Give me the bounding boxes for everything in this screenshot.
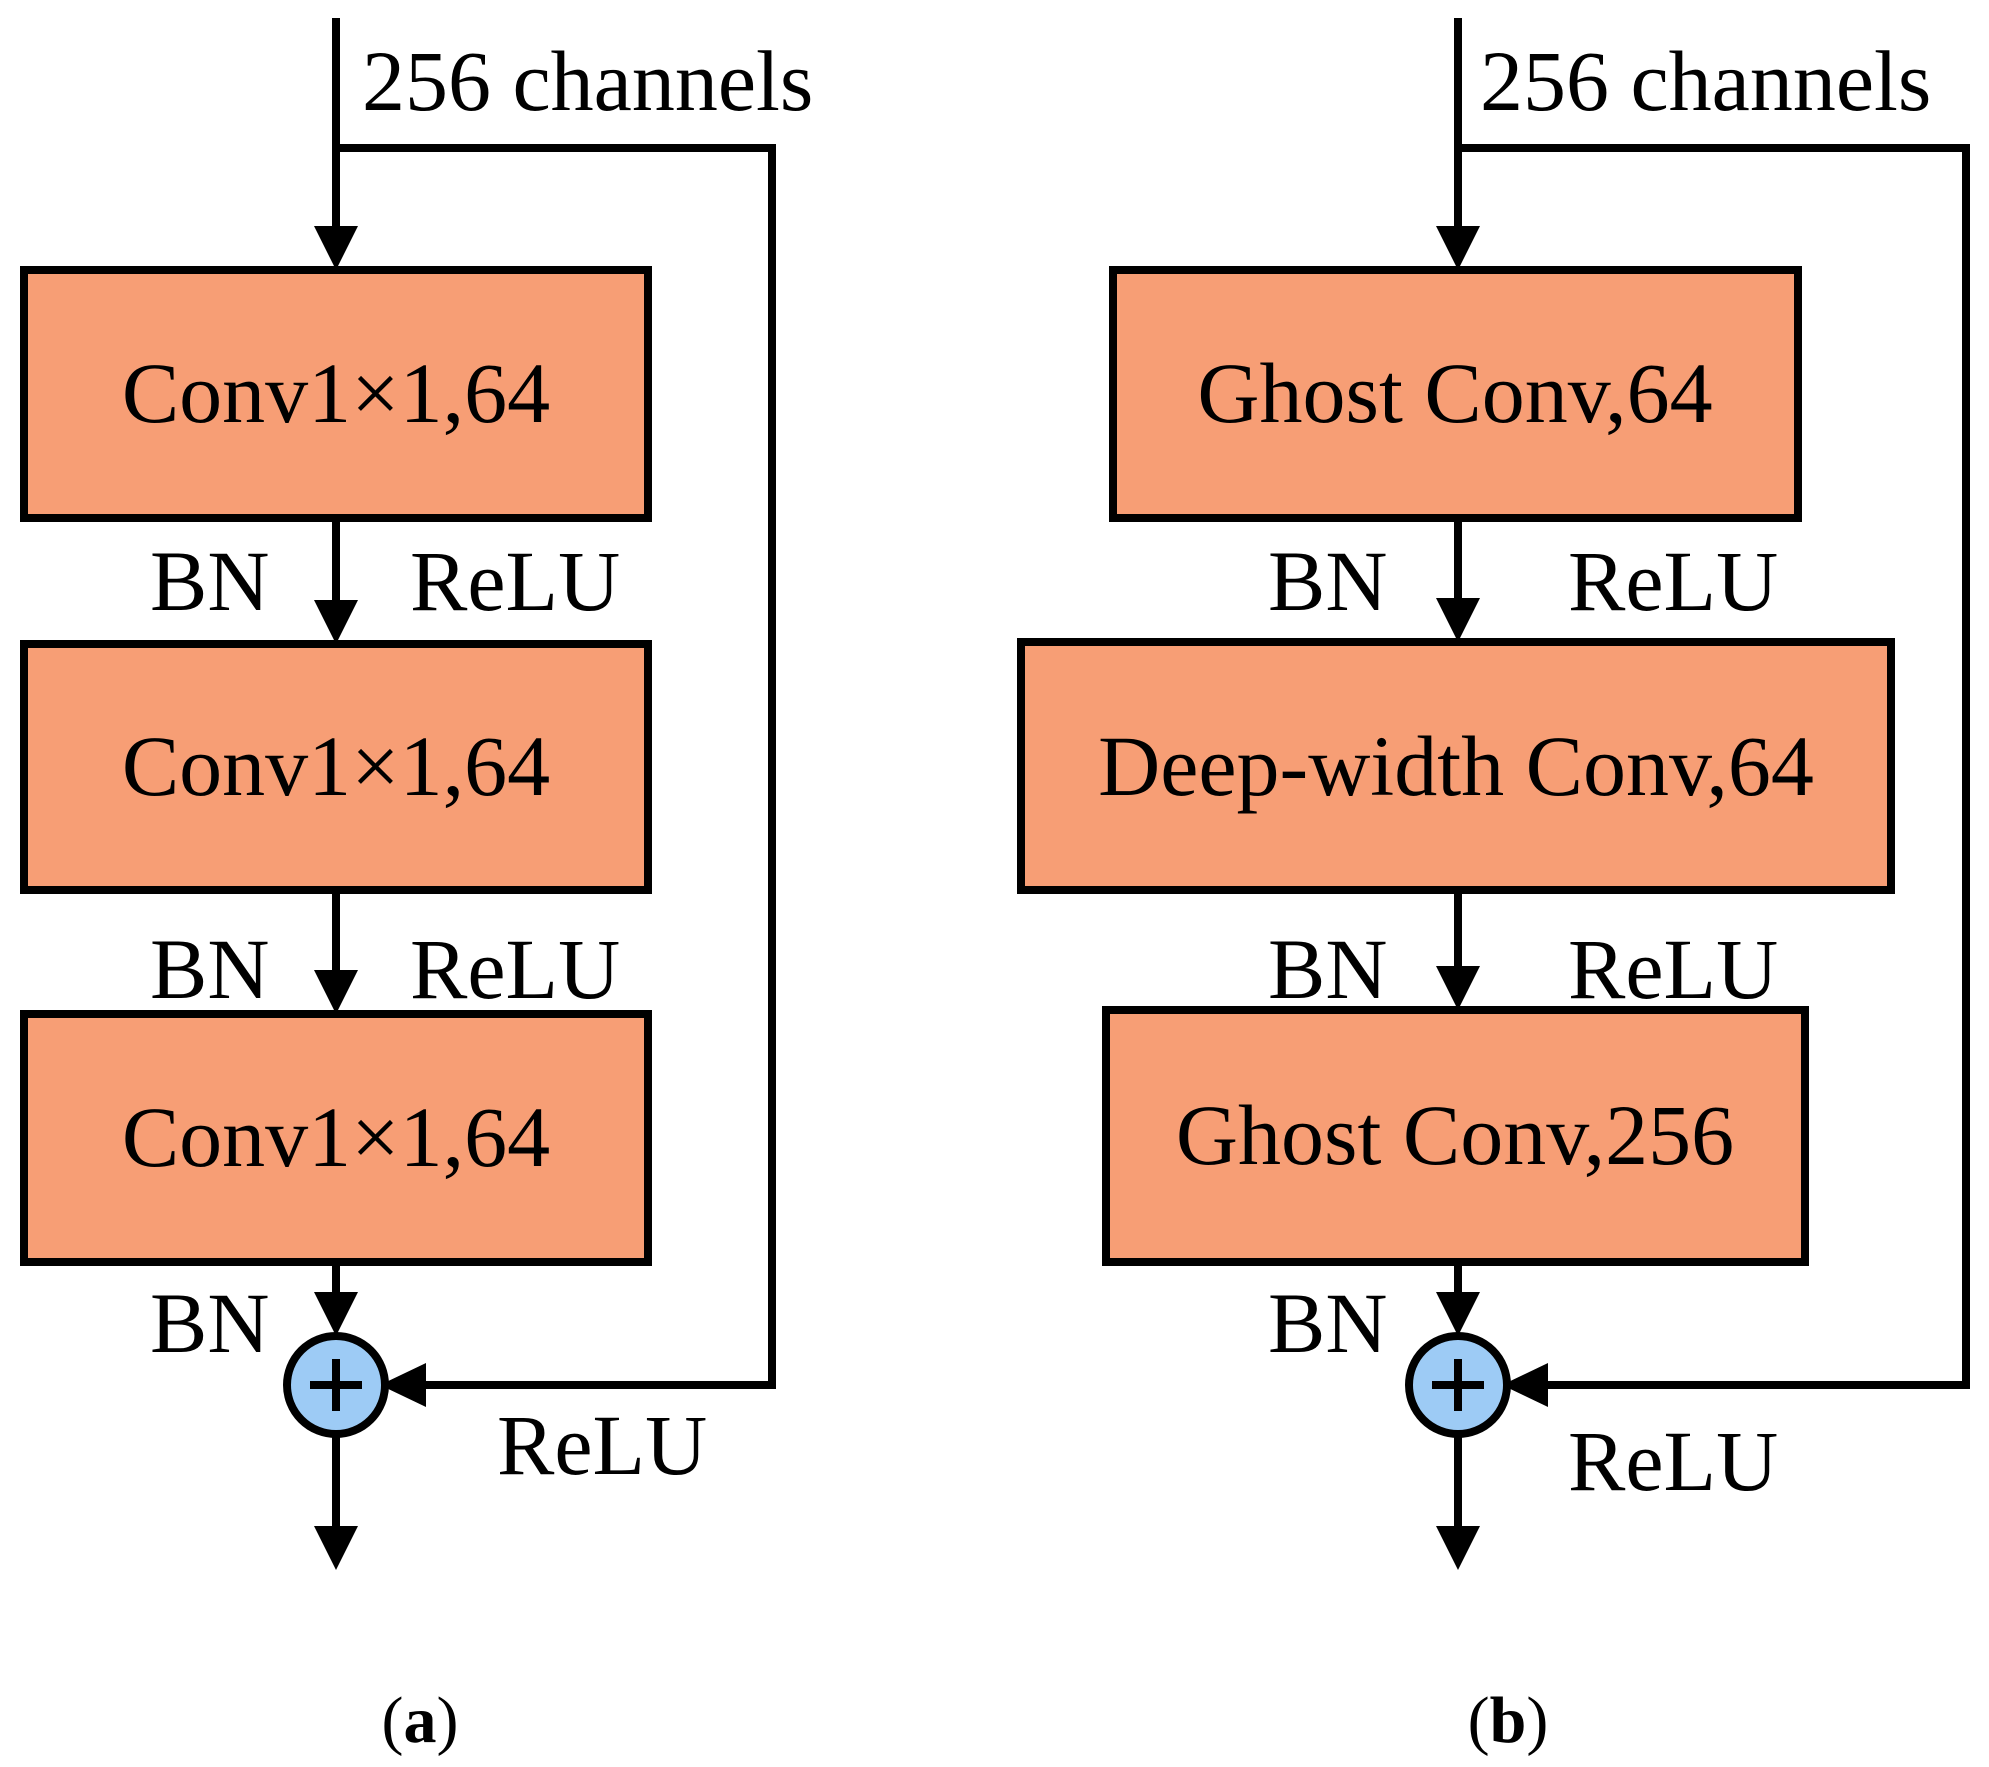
- panel-a-skip-arrowhead: [380, 1363, 426, 1407]
- panel-b-skip-arrowhead: [1502, 1363, 1548, 1407]
- panel-b-input-label: 256 channels: [1480, 33, 1931, 129]
- panel-b-caption-open: (: [1468, 1684, 1490, 1757]
- panel-a-block-1: [20, 266, 652, 522]
- panel-a-connector-1-arrowhead: [314, 600, 358, 644]
- arrow-down-icon: [314, 1526, 358, 1570]
- panel-a-bn-3: BN: [150, 1275, 269, 1371]
- plus-icon: [283, 1332, 389, 1438]
- panel-a-connector-2-arrowhead: [314, 970, 358, 1014]
- panel-b: 256 channels Ghost Conv,64 BN ReLU Deep-…: [1017, 18, 1970, 1757]
- panel-a-skip-connection: [336, 144, 776, 1389]
- panel-a-block-3: [20, 1010, 652, 1266]
- panel-a-input-label: 256 channels: [362, 33, 813, 129]
- panel-a-caption-close: ): [437, 1684, 459, 1757]
- panel-b-bn-3: BN: [1268, 1275, 1387, 1371]
- panel-b-relu-2: ReLU: [1568, 921, 1778, 1017]
- panel-b-block-2-label: Deep-width Conv,64: [1098, 718, 1814, 814]
- panel-b-block-1: [1109, 266, 1802, 522]
- panel-a-relu-1: ReLU: [410, 533, 620, 629]
- panel-b-connector-3-arrowhead: [1436, 1292, 1480, 1336]
- panel-a-caption-letter: a: [404, 1684, 437, 1757]
- panel-b-caption: (b): [1468, 1684, 1549, 1757]
- panel-b-block-3: [1102, 1006, 1809, 1266]
- panel-a-block-1-label: Conv1×1,64: [122, 345, 550, 441]
- panel-a-block-3-label: Conv1×1,64: [122, 1089, 550, 1185]
- panel-b-relu-out: ReLU: [1568, 1413, 1778, 1509]
- panel-b-bn-1: BN: [1268, 533, 1387, 629]
- panel-b-block-2: [1017, 638, 1895, 894]
- panel-a-caption: (a): [382, 1684, 459, 1757]
- panel-b-connector-2-arrowhead: [1436, 966, 1480, 1010]
- panel-b-relu-1: ReLU: [1568, 533, 1778, 629]
- panel-a-bn-2: BN: [150, 921, 269, 1017]
- panel-b-block-3-label: Ghost Conv,256: [1176, 1087, 1734, 1183]
- panel-b-caption-letter: b: [1490, 1684, 1527, 1757]
- panel-a-caption-open: (: [382, 1684, 404, 1757]
- panel-b-caption-close: ): [1526, 1684, 1548, 1757]
- panel-a-relu-2: ReLU: [410, 921, 620, 1017]
- panel-a-bn-1: BN: [150, 533, 269, 629]
- panel-a-block-2-label: Conv1×1,64: [122, 718, 550, 814]
- panel-a: 256 channels Conv1×1,64 BN ReLU Conv1×1,…: [20, 18, 813, 1757]
- panel-b-connector-1-arrowhead: [1436, 598, 1480, 642]
- panel-b-bn-2: BN: [1268, 921, 1387, 1017]
- panel-b-skip-connection: [1458, 144, 1970, 1389]
- arrow-down-icon: [1436, 1526, 1480, 1570]
- plus-icon: [1405, 1332, 1511, 1438]
- panel-a-relu-out: ReLU: [497, 1397, 707, 1493]
- panel-a-input-arrowhead: [314, 226, 358, 270]
- panel-b-input-arrowhead: [1436, 226, 1480, 270]
- panel-b-block-1-label: Ghost Conv,64: [1197, 345, 1712, 441]
- panel-a-connector-3-arrowhead: [314, 1292, 358, 1336]
